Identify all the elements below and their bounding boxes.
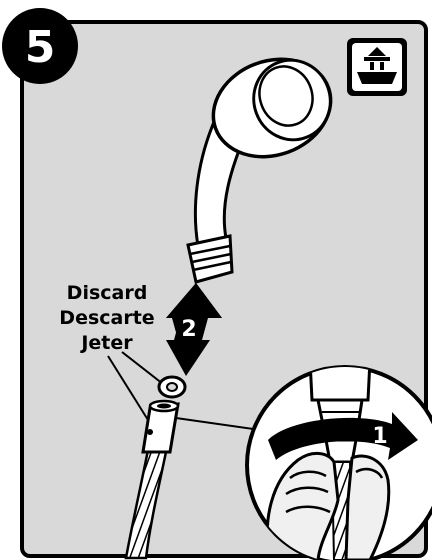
label-descarte: Descarte: [59, 307, 154, 329]
step-number: 5: [25, 22, 56, 73]
label-jeter: Jeter: [79, 332, 133, 354]
step-badge: 5: [2, 8, 78, 84]
shower-handle-icon: [347, 38, 407, 96]
zoom-line-top: [175, 417, 261, 431]
hose: [124, 399, 180, 560]
twist-arrow: 1: [268, 412, 418, 460]
zoom-detail: 1: [245, 365, 432, 560]
sprayer-handle: [186, 57, 333, 284]
washer: [157, 375, 187, 399]
lift-arrow-number: 2: [181, 317, 196, 342]
hand-icon: [265, 452, 391, 560]
lift-arrow: 2: [166, 283, 222, 376]
label-discard: Discard: [67, 282, 148, 304]
fitting-leader-line: [107, 355, 149, 421]
discard-labels: Discard Descarte Jeter: [59, 282, 154, 354]
washer-leader-line: [121, 351, 164, 385]
twist-arrow-number: 1: [372, 424, 387, 449]
